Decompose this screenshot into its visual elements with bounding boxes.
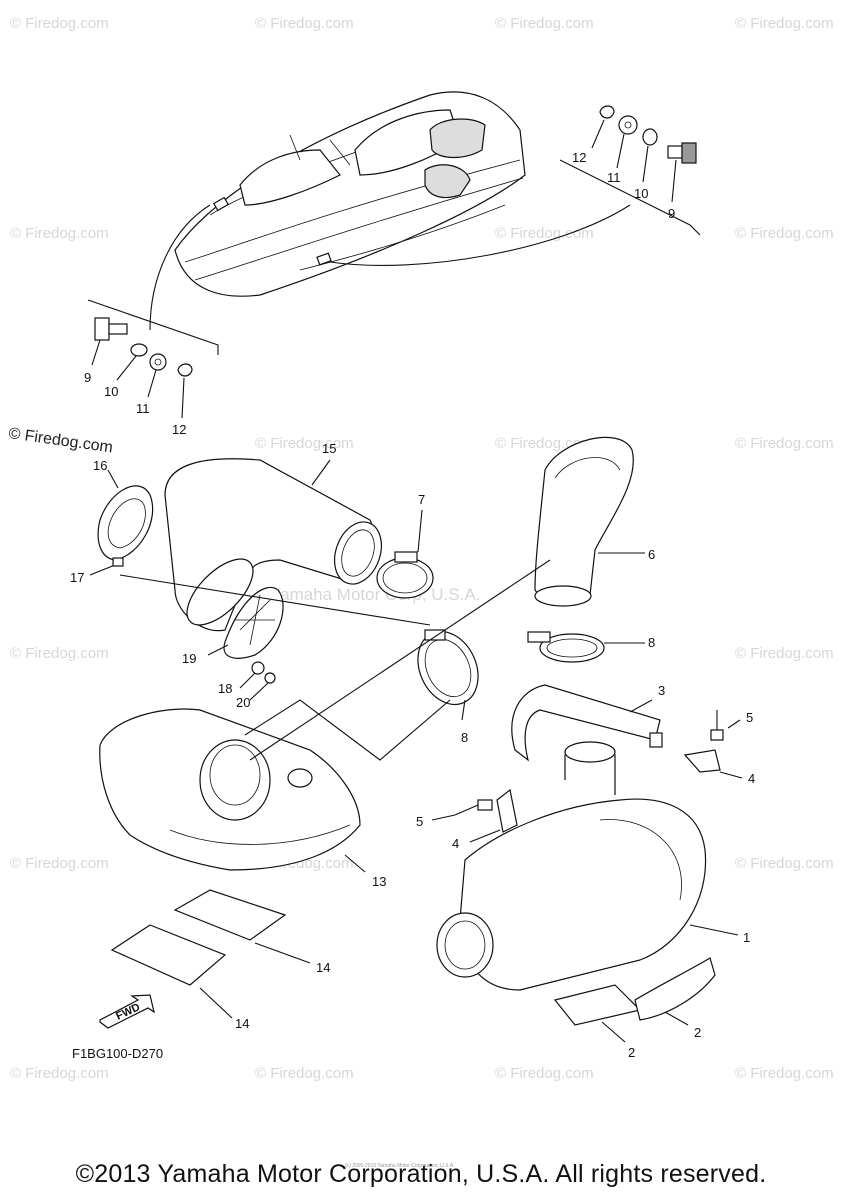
leader-line — [249, 682, 269, 701]
callout-6: 6 — [648, 547, 655, 562]
callout-7: 7 — [418, 492, 425, 507]
dark-watermark: © Firedog.com — [7, 425, 113, 456]
watermark: © Firedog.com — [255, 15, 354, 32]
callout-14: 14 — [316, 960, 330, 975]
callout-9: 9 — [84, 370, 91, 385]
water-box-13 — [99, 708, 366, 873]
clamp-8-left — [417, 629, 479, 721]
callout-11: 11 — [136, 401, 150, 416]
rivet-5-right — [710, 710, 741, 741]
watermark: © Firedog.com — [10, 1065, 109, 1082]
callout-19: 19 — [182, 651, 196, 666]
leader-line — [329, 204, 631, 266]
fine-print: (c) 2005-2015 Yamaha Motor Corporation, … — [345, 1163, 455, 1169]
callout-1: 1 — [743, 930, 750, 945]
watermark: © Firedog.com — [735, 855, 834, 872]
assembly-line — [119, 574, 431, 626]
fwd-arrow: FWD — [99, 994, 155, 1029]
callout-15: 15 — [322, 441, 336, 456]
callout-11: 11 — [607, 170, 621, 185]
watermark: © Firedog.com — [495, 225, 594, 242]
rivet-5-left — [431, 799, 493, 821]
callout-18: 18 — [218, 681, 232, 696]
strap-3 — [511, 684, 663, 762]
callout-12: 12 — [572, 150, 586, 165]
callout-2: 2 — [628, 1045, 635, 1060]
callout-10: 10 — [104, 384, 118, 399]
watermark: © Firedog.com — [255, 435, 354, 452]
bolt-17 — [112, 557, 124, 567]
callout-17: 17 — [70, 570, 84, 585]
callout-9: 9 — [668, 206, 675, 221]
callout-8: 8 — [648, 635, 655, 650]
callout-14: 14 — [235, 1016, 249, 1031]
gasket-16 — [97, 469, 154, 561]
assembly-line — [244, 699, 451, 761]
callout-4: 4 — [748, 771, 755, 786]
callout-2: 2 — [694, 1025, 701, 1040]
watermark: © Firedog.com — [735, 645, 834, 662]
drain-plug-group-left — [91, 317, 193, 419]
center-watermark: Yamaha Motor Corp, U.S.A. — [270, 585, 480, 604]
watermark: © Firedog.com — [495, 1065, 594, 1082]
bracket-line — [87, 299, 219, 355]
plate-19 — [207, 586, 284, 659]
clamp-8-right — [527, 631, 645, 663]
callout-labels: 1 2 2 3 4 4 5 5 6 7 8 8 9 9 10 10 11 11 … — [70, 150, 755, 1060]
muffler-1 — [436, 741, 739, 991]
watermark: © Firedog.com — [10, 645, 109, 662]
bracket-4-left — [469, 788, 518, 843]
drain-plug-group-right — [591, 105, 697, 203]
callout-4: 4 — [452, 836, 459, 851]
watermark: © Firedog.com — [10, 855, 109, 872]
watermark: © Firedog.com — [495, 15, 594, 32]
watermark: © Firedog.com — [735, 225, 834, 242]
exhaust-elbow-6 — [534, 436, 645, 607]
clamp-7 — [376, 509, 434, 599]
watermark: © Firedog.com — [10, 15, 109, 32]
exhaust-tube-15 — [164, 458, 382, 632]
nut-20 — [264, 672, 276, 684]
watermarks: © Firedog.com © Firedog.com © Firedog.co… — [7, 15, 833, 1082]
watermark: © Firedog.com — [255, 1065, 354, 1082]
callout-13: 13 — [372, 874, 386, 889]
fwd-label: FWD — [114, 1001, 142, 1022]
callout-20: 20 — [236, 695, 250, 710]
callout-3: 3 — [658, 683, 665, 698]
callout-8: 8 — [461, 730, 468, 745]
bracket-line — [559, 159, 701, 236]
washer-18 — [251, 661, 265, 675]
leader-line — [239, 672, 256, 689]
pads-14 — [110, 889, 311, 1019]
callout-5: 5 — [746, 710, 753, 725]
copyright-footer: ©2013 Yamaha Motor Corporation, U.S.A. A… — [75, 1160, 767, 1188]
callout-12: 12 — [172, 422, 186, 437]
diagram-code: F1BG100-D270 — [72, 1046, 163, 1061]
assembly-line — [249, 559, 551, 761]
callout-10: 10 — [634, 186, 648, 201]
callout-16: 16 — [93, 458, 107, 473]
watercraft-illustration — [174, 91, 526, 297]
leader-line — [89, 564, 116, 576]
watermark: © Firedog.com — [735, 435, 834, 452]
watermark: © Firedog.com — [735, 1065, 834, 1082]
bracket-4-right — [683, 749, 743, 779]
leader-line — [149, 204, 211, 331]
watermark: © Firedog.com — [10, 225, 109, 242]
watermark: © Firedog.com — [735, 15, 834, 32]
callout-5: 5 — [416, 814, 423, 829]
pads-2 — [553, 957, 716, 1043]
